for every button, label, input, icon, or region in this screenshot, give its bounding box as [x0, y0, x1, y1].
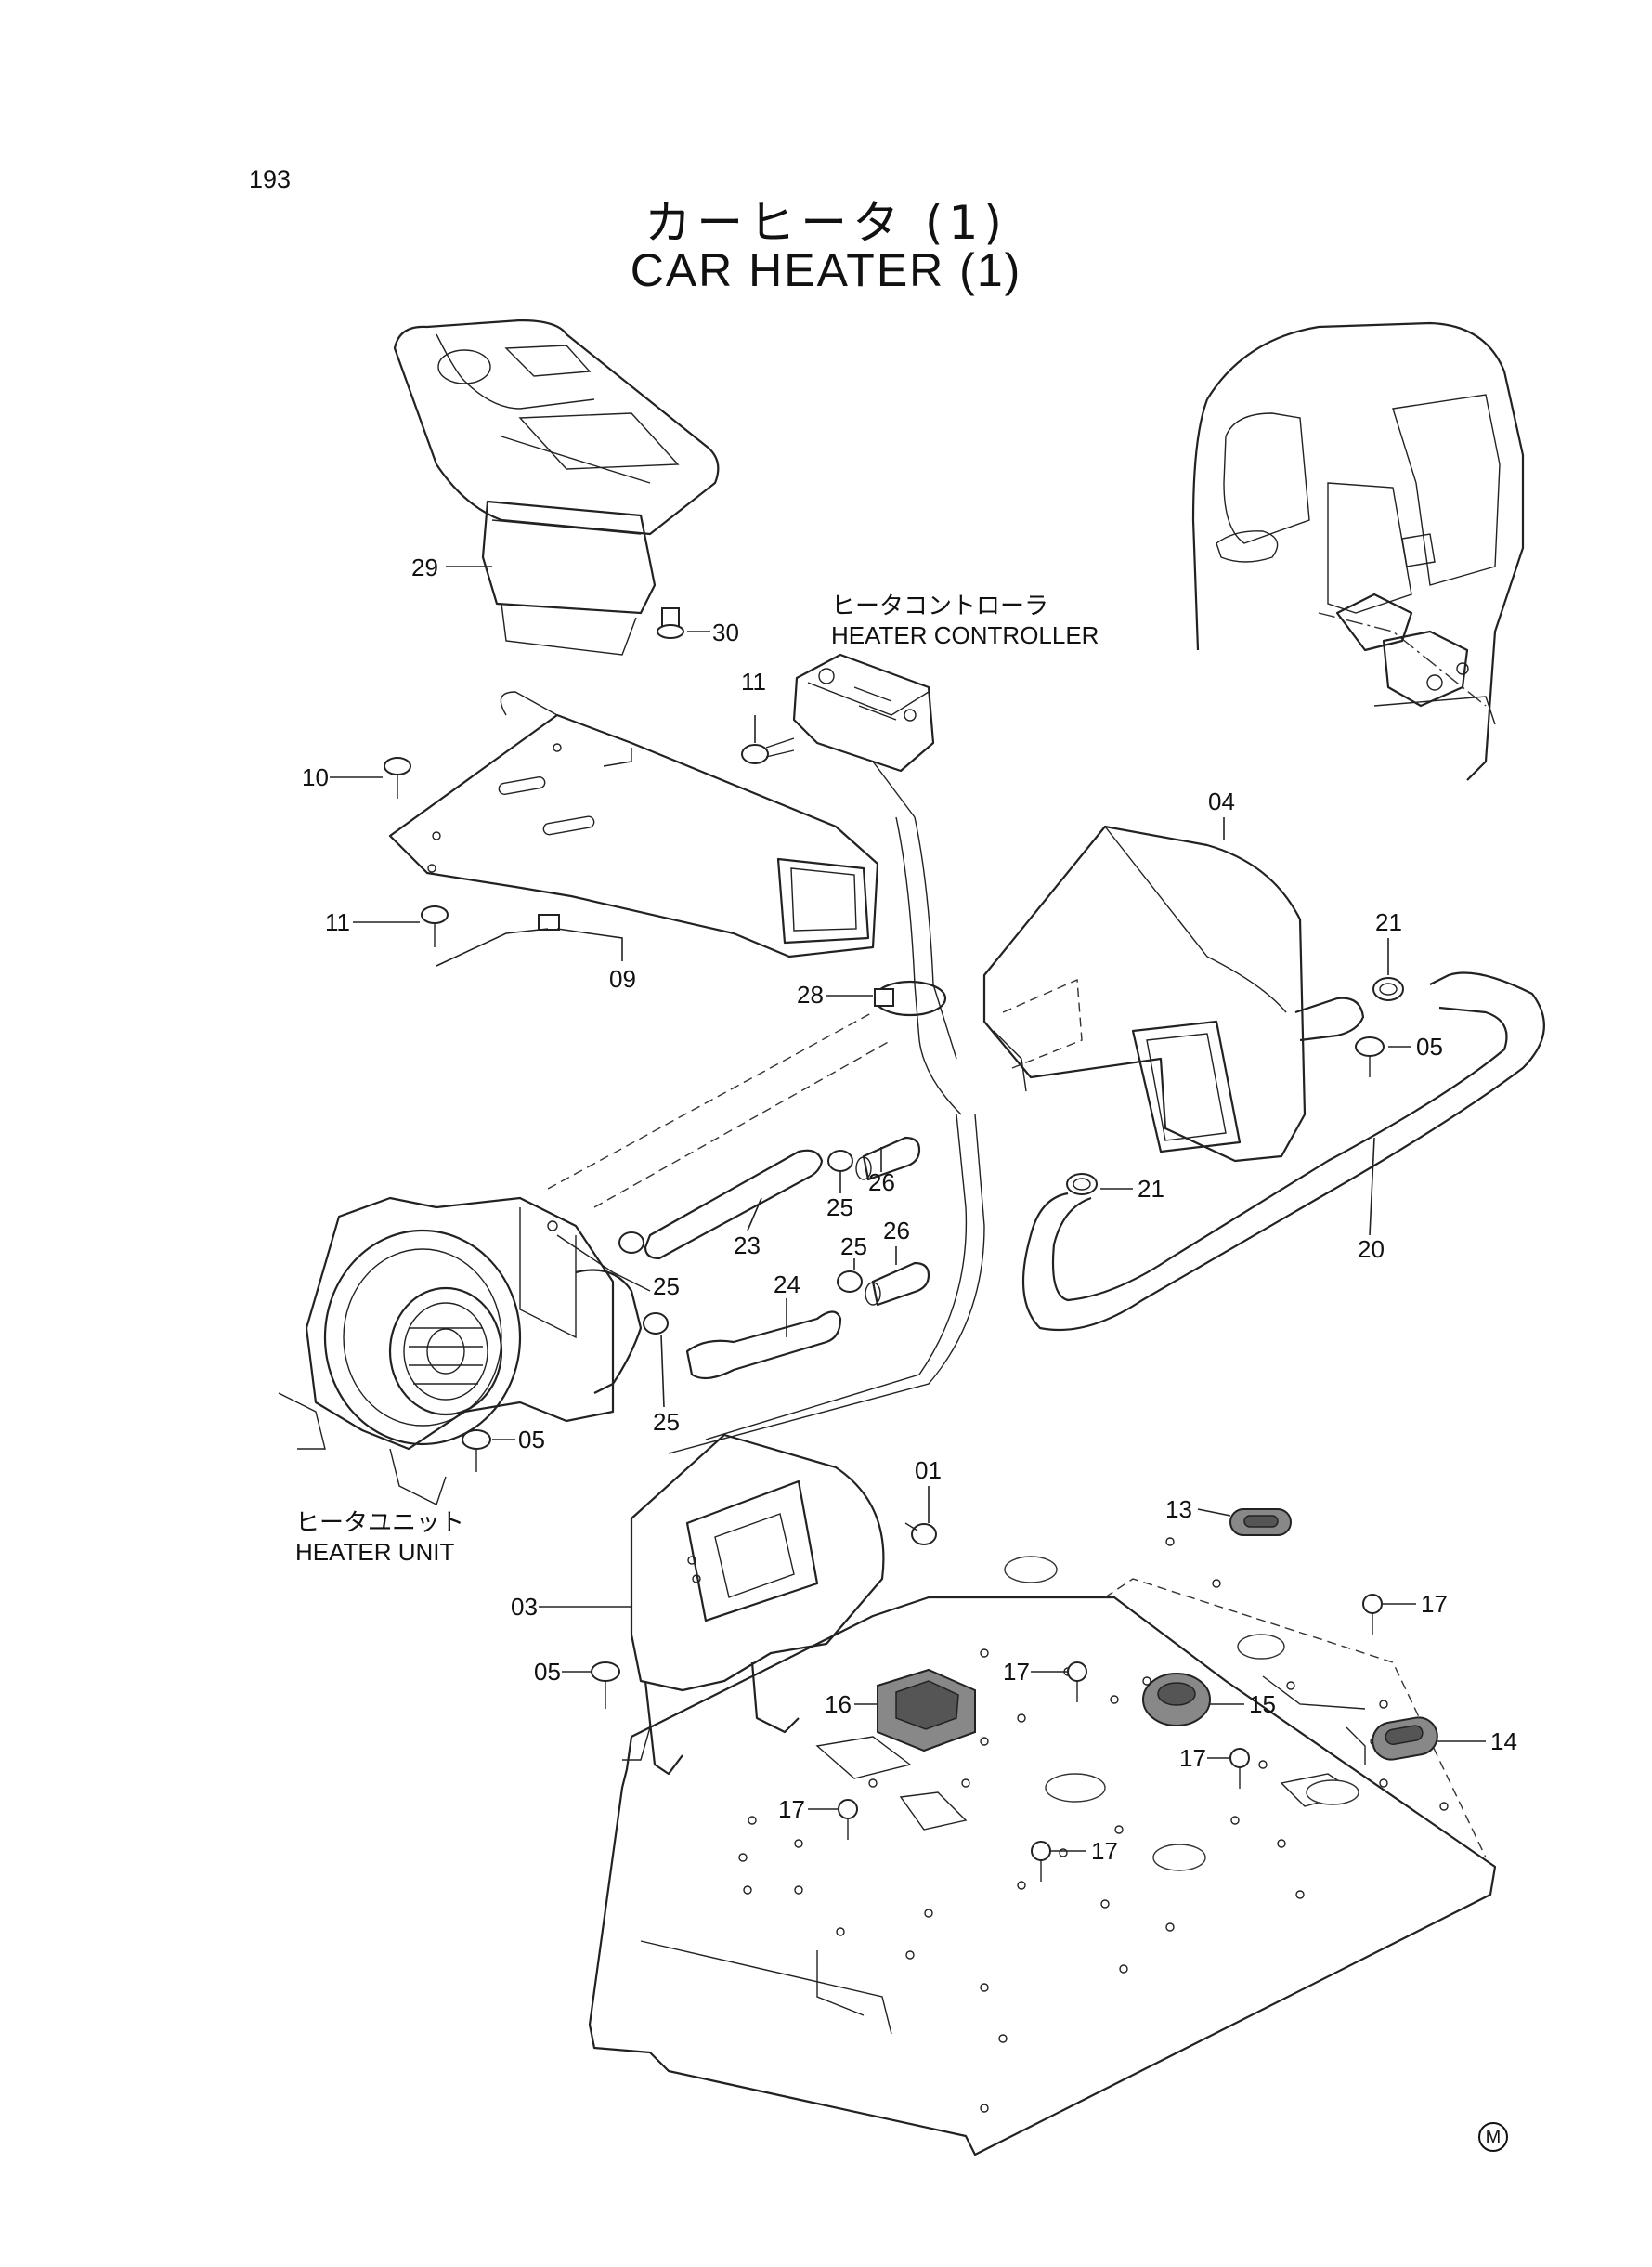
pipe-26-upper — [855, 1136, 921, 1181]
bolt-11-left — [421, 905, 449, 947]
heater-controller-caption: ヒータコントローラ HEATER CONTROLLER — [831, 591, 1099, 650]
bolt-10 — [384, 757, 411, 799]
floor-plate-bolt-holes — [738, 1537, 1449, 2113]
part-label-23: 23 — [734, 1231, 761, 1259]
part-label-17-left: 17 — [778, 1795, 805, 1823]
part-label-11-left: 11 — [325, 908, 350, 936]
console-tray — [393, 319, 720, 536]
part-label-04: 04 — [1208, 788, 1235, 815]
grommet-16 — [877, 1668, 976, 1752]
part-labels: 29 30 11 10 11 09 04 21 28 05 26 25 21 2… — [302, 554, 1517, 1865]
part-label-21-upper: 21 — [1375, 908, 1402, 936]
leader-lines — [330, 566, 1486, 1852]
bolt-01 — [904, 1522, 937, 1545]
cover-03 — [622, 1433, 885, 1776]
control-cables — [547, 816, 985, 1454]
floor-plate — [588, 1537, 1497, 2156]
heater-controller-caption-jp: ヒータコントローラ — [831, 592, 1049, 619]
hose-20 — [1021, 971, 1545, 1332]
part-label-17-right: 17 — [1421, 1590, 1448, 1618]
grommet-14 — [1372, 1716, 1438, 1761]
part-label-16: 16 — [825, 1690, 852, 1718]
grommet-15 — [1142, 1673, 1211, 1726]
grommet-13 — [1229, 1508, 1292, 1536]
part-label-26-upper: 26 — [868, 1168, 895, 1196]
storage-box-29 — [481, 500, 657, 656]
title-english: CAR HEATER (1) — [630, 244, 1022, 296]
pins-17 — [838, 1594, 1383, 1882]
part-label-28: 28 — [797, 981, 824, 1009]
part-label-01: 01 — [915, 1456, 942, 1484]
part-label-17-upper: 17 — [1003, 1658, 1030, 1686]
hose-23 — [644, 1149, 824, 1260]
part-label-25-mid: 25 — [840, 1232, 867, 1260]
bolt-11-top — [741, 737, 795, 764]
part-label-14: 14 — [1490, 1727, 1517, 1755]
bolt-30 — [657, 607, 684, 639]
hose-24 — [685, 1310, 842, 1380]
part-label-05-cover: 05 — [534, 1658, 561, 1686]
part-label-26-lower: 26 — [883, 1217, 910, 1244]
bolt-05-cover — [591, 1661, 620, 1709]
part-label-17-lower: 17 — [1091, 1837, 1118, 1865]
pipe-26-lower — [865, 1261, 930, 1307]
clamp-21-lower — [1066, 1173, 1098, 1195]
part-label-03: 03 — [511, 1593, 538, 1621]
heater-controller — [792, 653, 935, 818]
clamp-28 — [873, 980, 947, 1017]
part-label-20: 20 — [1358, 1235, 1385, 1263]
part-label-05-left: 05 — [518, 1426, 545, 1453]
heater-unit-caption-jp: ヒータユニット — [295, 1508, 465, 1536]
heater-unit — [278, 1196, 651, 1505]
bolt-05-right — [1355, 1036, 1385, 1077]
title-japanese: カーヒータ (1) — [644, 196, 1008, 250]
page-number: 193 — [249, 165, 292, 193]
part-label-11-top: 11 — [741, 668, 766, 696]
duct-09 — [388, 691, 879, 958]
part-label-17-mid: 17 — [1179, 1744, 1206, 1772]
part-label-09: 09 — [609, 965, 636, 993]
part-label-10: 10 — [302, 763, 329, 791]
heater-unit-caption-en: HEATER UNIT — [295, 1538, 455, 1566]
bolt-05-left — [462, 1429, 491, 1472]
part-label-13: 13 — [1165, 1495, 1192, 1523]
heater-controller-caption-en: HEATER CONTROLLER — [831, 621, 1099, 649]
part-label-24: 24 — [774, 1270, 800, 1298]
circled-m-mark: M — [1478, 2122, 1508, 2152]
part-label-29: 29 — [411, 554, 438, 581]
part-label-25-upper: 25 — [826, 1193, 853, 1221]
part-label-21-lower: 21 — [1138, 1175, 1164, 1203]
part-label-25-left: 25 — [653, 1272, 680, 1300]
duct-04 — [982, 825, 1307, 1163]
nut-09 — [538, 914, 560, 931]
part-label-30: 30 — [712, 619, 739, 646]
cab-illustration — [1191, 321, 1525, 781]
part-label-25-lower: 25 — [653, 1408, 680, 1436]
part-label-15: 15 — [1249, 1690, 1276, 1718]
heater-unit-caption: ヒータユニット HEATER UNIT — [295, 1507, 464, 1567]
part-label-05-right: 05 — [1416, 1033, 1443, 1061]
clamps-25 — [618, 1150, 863, 1335]
clamp-21-upper — [1372, 977, 1404, 1001]
